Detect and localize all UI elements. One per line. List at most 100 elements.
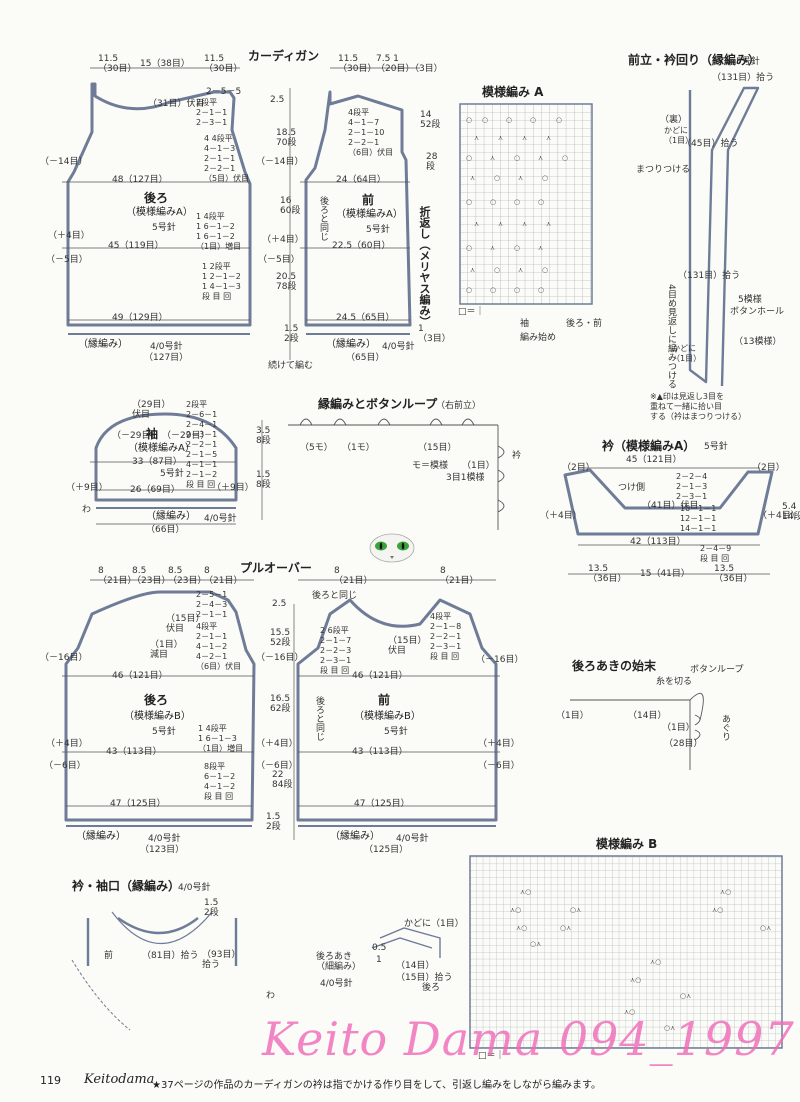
cardigan-title: カーディガン — [248, 49, 320, 63]
edging-l1: （5モ） — [300, 443, 333, 453]
pullover-front-same-back2: 後ろと同じ — [314, 696, 324, 741]
neck-cuff-title: 衿・袖口（縁編み） — [72, 879, 181, 893]
cardigan-front-w-top: 11.5 （30目） — [338, 54, 377, 74]
svg-text:○: ○ — [562, 154, 568, 162]
collar-w45: 45（121目） — [626, 455, 682, 465]
svg-text:⋏: ⋏ — [474, 220, 479, 228]
collar-w135b: 13.5 （36目） — [714, 564, 753, 584]
sleeve-w2: （－29目） — [162, 431, 210, 441]
pullover-back-w43: 43（113目） — [106, 747, 162, 757]
cardigan-back-name: 後ろ — [144, 191, 169, 205]
pullover-back-border-needle: 4/0号針 — [148, 834, 181, 844]
pullover-front-w4: 8 （21目） — [440, 566, 479, 586]
cardigan-front-right-14: 14 52段 — [420, 110, 441, 130]
front-neck-c: （131目）拾う — [678, 271, 741, 281]
collar-v: 5.4 14段 — [782, 502, 800, 522]
cardigan-back-needle: 5号針 — [152, 223, 176, 233]
cardigan-back-dec-a: 4 4段平 4－1－3 2－1－1 2－2－1 （5目）伏目 — [204, 134, 250, 183]
svg-text:○: ○ — [490, 286, 496, 294]
neck-cuff-sub-needle: 4/0号針 — [320, 979, 353, 989]
front-neck-i: （13模様） — [734, 337, 782, 347]
svg-text:○: ○ — [466, 154, 472, 162]
svg-text:⋏○: ⋏○ — [510, 906, 521, 914]
pullover-front-minus6: （－6目） — [478, 761, 520, 771]
cardigan-back-w-chest: 48（127目） — [112, 175, 168, 185]
collar-w15: 15（41目） — [640, 569, 690, 579]
svg-text:⋏: ⋏ — [518, 266, 523, 274]
edging-tip: 衿 — [512, 451, 522, 461]
svg-text:⋏: ⋏ — [474, 134, 479, 142]
svg-text:○⋏: ○⋏ — [570, 906, 581, 914]
sleeve-w1: （－29目） — [112, 431, 160, 441]
pullover-back-minus16: （－16目） — [40, 653, 88, 663]
neck-cuff-wa: わ — [266, 991, 276, 1001]
svg-text:○: ○ — [530, 116, 536, 124]
cardigan-center-v2: 18.5 70段 — [276, 128, 297, 148]
cardigan-center-v4: 20.5 78段 — [276, 272, 297, 292]
edging-l3: （15目） — [418, 443, 457, 453]
page-number: 119 — [40, 1074, 61, 1087]
back-opening-s1b: （1目） — [662, 723, 695, 733]
cardigan-back-w-top: 11.5 （30目） — [98, 54, 137, 74]
sleeve-w26: 26（69目） — [130, 485, 180, 495]
svg-text:⋏: ⋏ — [490, 244, 495, 252]
pattern-a-back-front: 後ろ・前 — [566, 319, 603, 329]
pullover-back-plus4: （＋4目） — [46, 739, 88, 749]
neck-cuff-outline — [86, 917, 238, 966]
pullover-back-w3: 8.5 （23目） — [168, 566, 207, 586]
front-neck-needle: 5号針 — [736, 57, 760, 67]
svg-text:○: ○ — [542, 266, 548, 274]
edging-note2: 3目1模様 — [446, 473, 485, 483]
svg-text:○⋏: ○⋏ — [680, 992, 691, 1000]
svg-text:⋏: ⋏ — [522, 220, 527, 228]
collar-l2b: （2目） — [752, 463, 785, 473]
svg-text:○: ○ — [542, 174, 548, 182]
neck-cuff-back: 後ろ — [422, 983, 441, 993]
pullover-back-dec-c: 1 4段平 1 6－1－3 （1目）増目 — [198, 724, 244, 753]
svg-text:⋏○: ⋏○ — [624, 1008, 635, 1016]
cardigan-front-same-back: 後ろと同じ — [318, 196, 328, 241]
cardigan-back-w-hem: 49（129目） — [112, 313, 168, 323]
svg-text:○: ○ — [556, 116, 562, 124]
svg-text:○: ○ — [514, 198, 520, 206]
keitodama-logo: Keitodama — [84, 1072, 155, 1087]
pullover-back-neck: （15目） 伏目 — [166, 614, 205, 634]
pattern-a-sleeve: 袖 — [520, 319, 530, 329]
sleeve-w66: （66目） — [146, 525, 185, 535]
cardigan-front-w-top2: 7.5 1 （20目）（3目） — [376, 54, 443, 74]
cardigan-front-outline — [304, 90, 412, 327]
svg-text:⋏: ⋏ — [522, 134, 527, 142]
front-neck-d: かどに （1目） — [664, 126, 694, 145]
sleeve-border: （縁編み） — [146, 511, 196, 522]
pullover-back-w1: 8 （21目） — [98, 566, 137, 586]
pullover-front-name: 前 — [378, 693, 391, 707]
collar-dec-c: 2－4－9 段 目 回 — [700, 544, 732, 563]
cardigan-front-fold: 折返し（メリヤス編み） — [418, 206, 431, 327]
front-neck-title: 前立・衿回り（縁編み） — [628, 53, 761, 67]
svg-text:○⋏: ○⋏ — [530, 940, 541, 948]
front-neck-g: 5模様 — [738, 295, 762, 305]
pullover-front-dec-b: 4段平 2－1－8 2－2－1 2－3－1 段 目 回 — [430, 612, 462, 661]
pattern-a-title: 模様編み A — [482, 85, 544, 99]
cardigan-center-minus5: （－5目） — [258, 255, 300, 265]
svg-text:○: ○ — [494, 266, 500, 274]
sleeve-border-needle: 4/0号針 — [204, 514, 237, 524]
collar-tsuke: つけ側 — [618, 483, 646, 493]
pullover-back-outline — [64, 590, 256, 822]
pullover-back-dec-d: 8段平 6－1－2 4－1－2 段 目 回 — [204, 762, 236, 801]
svg-text:⋏: ⋏ — [538, 244, 543, 252]
pullover-front-border-needle: 4/0号針 — [396, 834, 429, 844]
pullover-back-dec-a: 2－5－1 2－4－3 2－1－1 — [196, 590, 228, 619]
sleeve-plus9b: （＋9目） — [212, 483, 254, 493]
svg-text:○⋏: ○⋏ — [664, 1024, 675, 1032]
svg-text:⋏: ⋏ — [470, 174, 475, 182]
svg-text:⋏○: ⋏○ — [630, 976, 641, 984]
cardigan-back-neck-sts: （31目）伏目 — [148, 99, 205, 109]
collar-w135a: 13.5 （36目） — [588, 564, 627, 584]
pullover-back-dec-b: 4段平 2－1－1 4－1－2 4－2－1 （6目）伏目 — [196, 622, 242, 671]
cardigan-front-right-28: 28 段 — [426, 152, 438, 172]
svg-text:⋏: ⋏ — [546, 220, 551, 228]
pattern-a-start: 編み始め — [520, 333, 557, 343]
collar-title: 衿（模様編みA） — [602, 439, 696, 453]
svg-text:⋏○: ⋏○ — [712, 906, 723, 914]
